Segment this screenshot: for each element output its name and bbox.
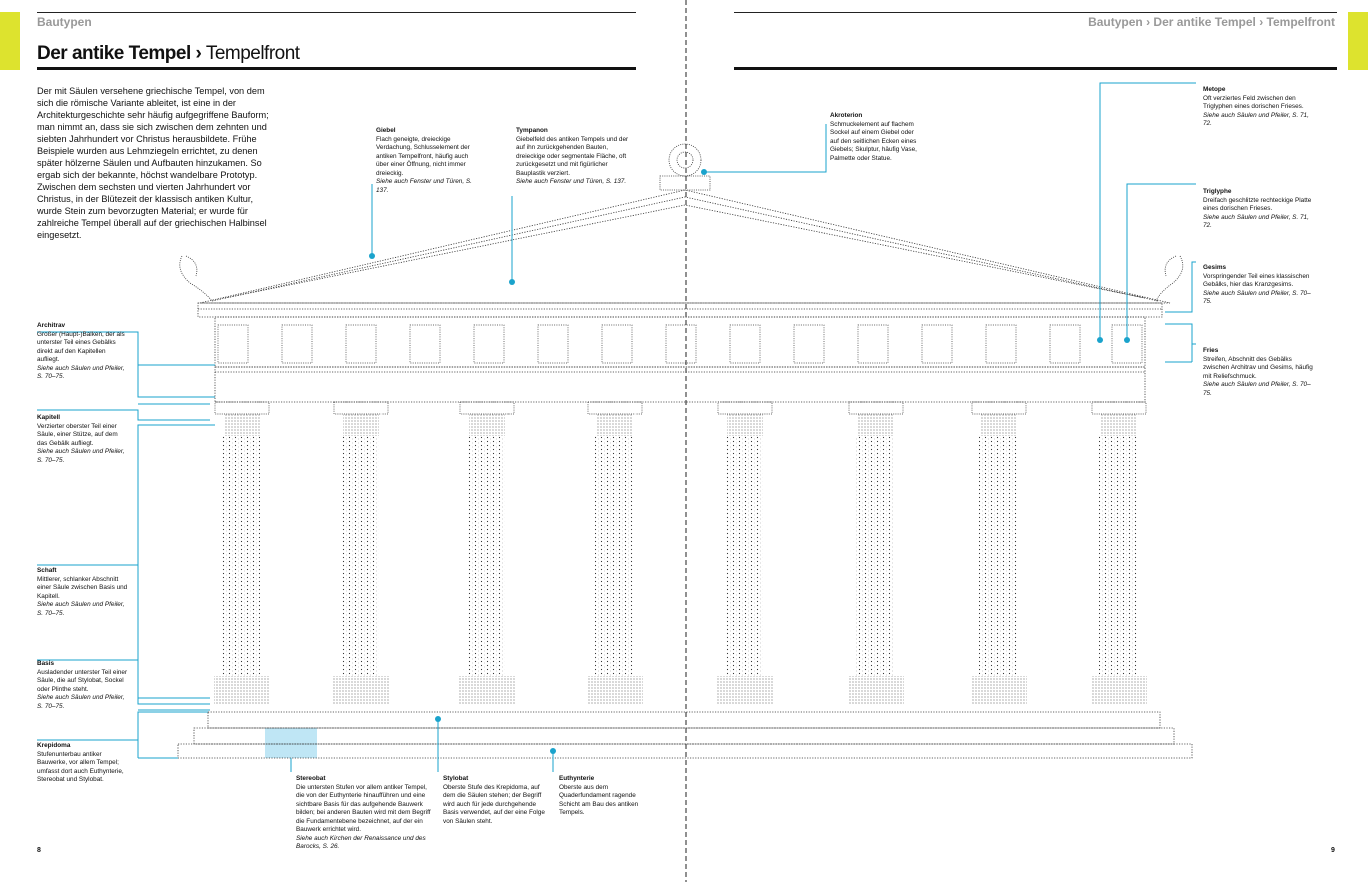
annotation-metope-see: Siehe auch Säulen und Pfeiler, S. 71, 72…	[1203, 111, 1309, 128]
annotation-giebel-text: Flach geneigte, dreieckige Verdachung, S…	[376, 135, 470, 177]
page-title-sub: Tempelfront	[205, 43, 300, 64]
annotation-triglyphe-see: Siehe auch Säulen und Pfeiler, S. 71, 72…	[1203, 213, 1309, 230]
annotation-gesims: Gesims Vorspringender Teil eines klassis…	[1203, 264, 1313, 307]
frieze	[214, 316, 1146, 368]
annotation-giebel: Giebel Flach geneigte, dreieckige Verdac…	[376, 127, 474, 195]
annotation-fries: Fries Streifen, Abschnitt des Gebälks zw…	[1203, 347, 1313, 398]
annotation-akroterion-text: Schmuckelement auf flachem Sockel auf ei…	[830, 120, 917, 162]
pediment-raking-cornice	[211, 196, 1159, 302]
annotation-architrav-title: Architrav	[37, 322, 66, 329]
annotation-triglyphe-title: Triglyphe	[1203, 188, 1232, 195]
intro-text: Der mit Säulen versehene griechische Tem…	[37, 86, 269, 240]
acroterion-center	[659, 143, 711, 191]
page-title-main: Der antike Tempel ›	[37, 43, 202, 64]
annotation-basis: Basis Ausladender unterster Teil einer S…	[37, 660, 129, 711]
triglyphs	[217, 324, 1143, 364]
chapter-marker-right	[1348, 12, 1368, 70]
annotation-metope: Metope Oft verziertes Feld zwischen den …	[1203, 86, 1313, 129]
annotation-kapitell-text: Verzierter oberster Teil einer Säule, ei…	[37, 422, 118, 447]
annotation-architrav: Architrav Großer (Haupt-)Balken, der als…	[37, 322, 129, 382]
header-rule-left	[37, 12, 636, 13]
annotation-fries-see: Siehe auch Säulen und Pfeiler, S. 70–75.	[1203, 381, 1311, 397]
annotation-basis-title: Basis	[37, 660, 55, 667]
euthynterie-step	[177, 743, 1193, 759]
annotation-tympanon-see: Siehe auch Fenster und Türen, S. 137.	[516, 178, 627, 185]
annotation-architrav-see: Siehe auch Säulen und Pfeiler, S. 70–75.	[37, 364, 125, 381]
acroterion-left	[179, 255, 213, 302]
column	[214, 401, 270, 704]
annotation-giebel-title: Giebel	[376, 127, 396, 134]
cornice	[197, 302, 1163, 318]
annotation-stereobat-title: Stereobat	[296, 775, 326, 782]
acroterion-right	[1155, 255, 1184, 302]
column	[1091, 401, 1147, 704]
column	[971, 401, 1027, 704]
annotation-fries-text: Streifen, Abschnitt des Gebälks zwischen…	[1203, 355, 1313, 380]
column	[333, 401, 389, 704]
annotation-stylobat: Stylobat Oberste Stufe des Krepidoma, au…	[443, 775, 549, 826]
annotation-tympanon-text: Giebelfeld des antiken Tempels und der a…	[516, 135, 629, 177]
annotation-tympanon: Tympanon Giebelfeld des antiken Tempels …	[516, 127, 634, 187]
stereobat-highlight	[265, 728, 317, 758]
leader-dots	[369, 169, 1130, 754]
annotation-basis-text: Ausladender unterster Teil einer Säule, …	[37, 668, 128, 693]
column	[587, 401, 643, 704]
annotation-metope-text: Oft verziertes Feld zwischen den Triglyp…	[1203, 94, 1304, 111]
column	[459, 401, 515, 704]
annotation-kapitell-see: Siehe auch Säulen und Pfeiler, S. 70–75.	[37, 448, 125, 464]
annotation-gesims-title: Gesims	[1203, 264, 1227, 271]
annotation-akroterion: Akroterion Schmuckelement auf flachem So…	[830, 112, 924, 163]
annotation-tympanon-title: Tympanon	[516, 127, 548, 134]
page-number-left: 8	[37, 847, 41, 854]
annotation-kapitell-title: Kapitell	[37, 414, 61, 421]
annotation-fries-title: Fries	[1203, 347, 1219, 354]
annotation-stylobat-text: Oberste Stufe des Krepidoma, auf dem die…	[443, 783, 545, 825]
annotation-schaft: Schaft Mittlerer, schlanker Abschnitt ei…	[37, 567, 129, 618]
chapter-marker-left	[0, 12, 20, 70]
annotation-akroterion-title: Akroterion	[830, 112, 863, 119]
annotation-krepidoma-title: Krepidoma	[37, 742, 71, 749]
annotation-triglyphe-text: Dreifach geschlitzte rechteckige Platte …	[1203, 196, 1312, 213]
annotation-stereobat-text: Die untersten Stufen vor allem antiker T…	[296, 783, 431, 834]
stylobat-step	[207, 711, 1161, 729]
annotation-euthynterie-title: Euthynterie	[559, 775, 595, 782]
header-rule-right	[734, 12, 1337, 13]
section-label: Bautypen	[37, 15, 92, 29]
annotation-krepidoma-text: Stufenunterbau antiker Bauwerke, vor all…	[37, 750, 124, 784]
annotation-schaft-see: Siehe auch Säulen und Pfeiler, S. 70–75.	[37, 601, 125, 617]
annotation-krepidoma: Krepidoma Stufenunterbau antiker Bauwerk…	[37, 742, 129, 785]
page-number-right: 9	[1331, 847, 1335, 854]
title-rule-left	[37, 67, 636, 70]
annotation-giebel-see: Siehe auch Fenster und Türen, S. 137.	[376, 178, 472, 194]
architrave	[214, 366, 1146, 403]
column	[717, 401, 773, 704]
annotation-stylobat-title: Stylobat	[443, 775, 469, 782]
annotation-euthynterie-text: Oberste aus dem Quaderfundament ragende …	[559, 783, 639, 817]
title-rule-right	[734, 67, 1337, 70]
annotation-gesims-text: Vorspringender Teil eines klassischen Ge…	[1203, 272, 1310, 289]
annotation-metope-title: Metope	[1203, 86, 1226, 93]
annotation-schaft-text: Mittlerer, schlanker Abschnitt einer Säu…	[37, 575, 128, 600]
annotation-schaft-title: Schaft	[37, 567, 57, 574]
annotation-stereobat: Stereobat Die untersten Stufen vor allem…	[296, 775, 434, 852]
annotation-stereobat-see: Siehe auch Kirchen der Renaissance und d…	[296, 834, 426, 851]
annotation-kapitell: Kapitell Verzierter oberster Teil einer …	[37, 414, 129, 465]
breadcrumb: Bautypen › Der antike Tempel › Tempelfro…	[1088, 15, 1335, 29]
columns	[214, 401, 1147, 704]
column	[848, 401, 904, 704]
annotation-architrav-text: Großer (Haupt-)Balken, der als unterster…	[37, 330, 125, 364]
stereobat-step	[193, 727, 1175, 745]
annotation-basis-see: Siehe auch Säulen und Pfeiler, S. 70–75.	[37, 694, 125, 710]
pediment-inner	[224, 204, 1146, 299]
pediment	[199, 189, 1171, 304]
page-title: Der antike Tempel › Tempelfront	[37, 43, 300, 65]
annotation-triglyphe: Triglyphe Dreifach geschlitzte rechtecki…	[1203, 188, 1313, 231]
annotation-gesims-see: Siehe auch Säulen und Pfeiler, S. 70–75.	[1203, 289, 1311, 306]
annotation-euthynterie: Euthynterie Oberste aus dem Quaderfundam…	[559, 775, 639, 818]
